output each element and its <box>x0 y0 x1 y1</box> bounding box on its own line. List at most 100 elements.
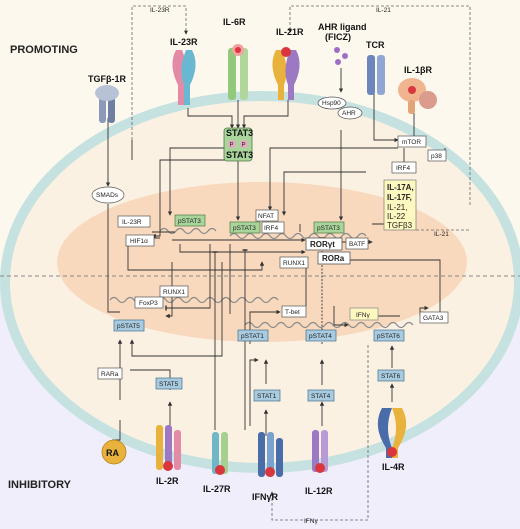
ahr-label: AHR <box>342 110 356 117</box>
pstat3-label-2: pSTAT3 <box>233 225 256 232</box>
pstat3-label-3: pSTAT3 <box>317 225 340 232</box>
stat5-box <box>155 377 183 390</box>
il2r-label: IL-2R <box>156 476 179 486</box>
il6r-receptor <box>228 44 248 100</box>
p-left: P <box>230 143 234 149</box>
il21r-receptor <box>272 47 300 100</box>
cytokine-5: TGFβ3 <box>387 221 413 230</box>
ifng-box <box>349 307 379 321</box>
il21r-label: IL-21R <box>276 27 304 37</box>
pstat3-box-1 <box>174 214 206 227</box>
batf-box <box>345 237 369 250</box>
irf4-top-label: IRF4 <box>396 165 410 172</box>
il1br-receptor <box>398 78 437 114</box>
stat1-box <box>253 389 281 402</box>
pstat4-box <box>305 329 337 342</box>
pstat6-box <box>373 329 405 342</box>
stat3-top-label: STAT3 <box>226 128 253 138</box>
ifngr-receptor <box>258 432 283 477</box>
hsp90-node <box>317 96 347 110</box>
loop-il23r-label: IL-23R <box>150 7 170 14</box>
pstat5-box <box>113 319 145 332</box>
cytokine-box <box>383 179 417 231</box>
pstat3-box-2 <box>229 221 261 234</box>
tcr-receptor <box>367 55 385 95</box>
stat4-label: STAT4 <box>311 393 331 400</box>
il4r-receptor <box>377 408 407 458</box>
ifng-box-label: IFNγ <box>356 312 370 319</box>
stat5-label: STAT5 <box>159 381 179 388</box>
stat6-label: STAT6 <box>381 373 401 380</box>
p38-box <box>427 149 447 162</box>
stat3-dimer <box>223 127 253 162</box>
smads-node <box>91 186 125 204</box>
tbet-box <box>281 305 307 318</box>
runx1-label-2: RUNX1 <box>163 289 185 296</box>
pstat3-box-3 <box>313 221 345 234</box>
rora-label: RORa <box>322 254 345 263</box>
cytokine-2: IL-17F, <box>387 193 412 202</box>
smads-label: SMADs <box>96 192 119 199</box>
pstat3-label-1: pSTAT3 <box>178 218 201 225</box>
cytokine-4: IL-22 <box>387 212 406 221</box>
stat3-bottom-label: STAT3 <box>226 150 253 160</box>
pstat1-box <box>237 329 269 342</box>
il23r-label: IL-23R <box>170 37 198 47</box>
ficz-label: (FICZ) <box>325 32 351 42</box>
il23r-box <box>117 215 151 228</box>
il12r-receptor <box>312 430 328 473</box>
hif1a-box <box>125 234 155 247</box>
pstat4-label: pSTAT4 <box>309 333 332 340</box>
ahr-ligand-dots <box>334 47 348 65</box>
ra-molecule <box>101 439 127 465</box>
hsp90-label: Hsp90 <box>322 100 341 107</box>
tcr-label: TCR <box>366 40 385 50</box>
loop-il21-label: IL-21 <box>376 7 391 14</box>
foxp3-label: FoxP3 <box>139 300 158 307</box>
stat6-box <box>377 369 405 382</box>
gata3-label: GATA3 <box>423 315 444 322</box>
runx1-box-2 <box>159 285 189 298</box>
il4r-label: IL-4R <box>382 462 405 472</box>
pstat1-label: pSTAT1 <box>241 333 264 340</box>
runx1-label-1: RUNX1 <box>283 260 305 267</box>
irf4-label: IRF4 <box>264 225 278 232</box>
irf4-box <box>261 221 285 234</box>
ra-label: RA <box>106 448 119 458</box>
mtor-box <box>397 135 427 148</box>
mtor-label: mTOR <box>402 139 421 146</box>
pstat6-label: pSTAT6 <box>377 333 400 340</box>
rara-box <box>97 367 123 380</box>
rora-box <box>317 251 351 265</box>
il12r-label: IL-12R <box>305 486 333 496</box>
tgfb1r-receptor <box>95 85 119 123</box>
foxp3-box <box>134 296 164 309</box>
ifngr-label: IFNγR <box>252 492 279 502</box>
tgfb1r-label: TGFβ-1R <box>88 74 126 84</box>
ahr-ligand-label: AHR ligand <box>318 22 367 32</box>
il6r-label: IL-6R <box>223 17 246 27</box>
nfat-label: NFAT <box>258 213 274 220</box>
rara-label: RARa <box>101 371 119 378</box>
promoting-label: PROMOTING <box>10 44 78 56</box>
il2r-receptor <box>156 425 181 471</box>
irf4-top-box <box>391 161 417 174</box>
p38-label: p38 <box>431 153 442 160</box>
loop-ifng-label: IFNγ <box>304 518 318 525</box>
batf-label: BATF <box>349 241 365 248</box>
runx1-box-1 <box>279 256 309 269</box>
il27r-label: IL-27R <box>203 484 231 494</box>
il1br-label: IL-1βR <box>404 65 432 75</box>
inhibitory-label: INHIBITORY <box>8 479 72 491</box>
stat1-label: STAT1 <box>257 393 277 400</box>
hif1a-label: HIF1α <box>130 238 148 245</box>
il23r-receptor <box>172 50 196 105</box>
gata3-box <box>419 311 449 324</box>
tbet-label: T-bet <box>285 309 300 316</box>
nfat-box <box>255 209 279 222</box>
loop-il21-side-label: IL-21 <box>434 231 449 238</box>
p-right: P <box>242 143 246 149</box>
cytokine-3: IL-21, <box>387 203 407 212</box>
